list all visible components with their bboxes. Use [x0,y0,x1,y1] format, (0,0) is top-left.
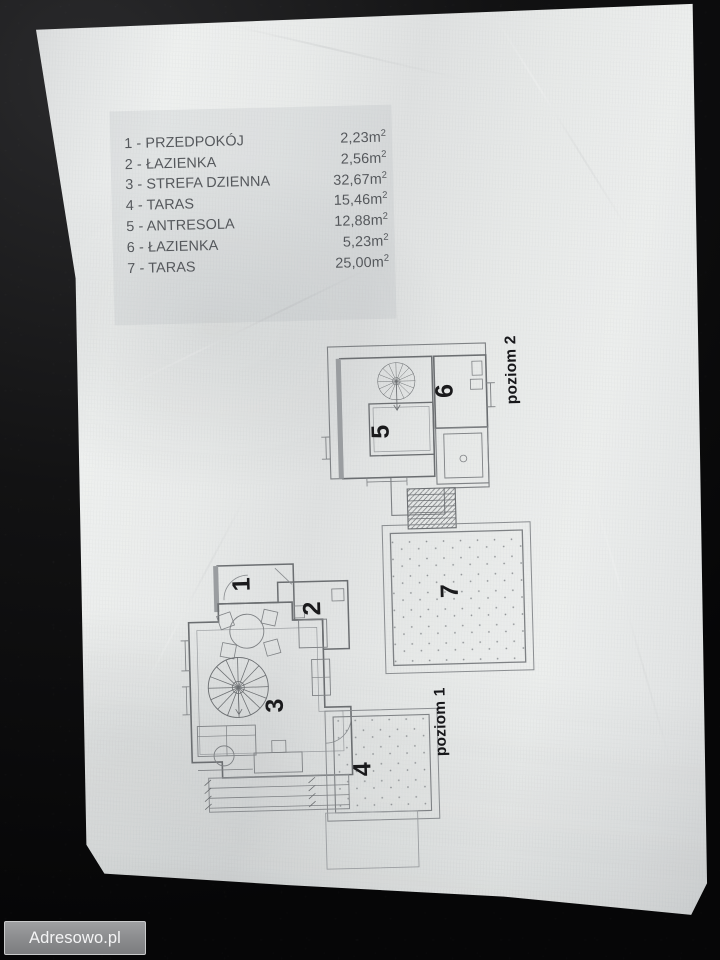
door-leaf-1 [274,567,293,585]
sink-fixture-6 [469,378,483,390]
terrace-7-surface [389,529,527,667]
room-number-7: 7 [436,584,464,599]
terrace-4-outline [324,707,441,822]
window-lower-left-2 [181,686,192,716]
bathroom-2-wall [292,579,351,651]
entry-steps [204,774,351,813]
legend-room-area: 25,00m2 [335,251,390,272]
legend-room-label: 7 - TARAS [127,258,196,277]
room-number-2: 2 [298,601,326,616]
room-number-1: 1 [227,577,255,592]
dining-chair [260,608,279,627]
room-number-4: 4 [348,762,376,777]
mezzanine-void-5 [368,401,435,457]
legend-room-area: 5,23m2 [342,230,389,251]
legend-rows: 1 - PRZEDPOKÓJ 2,23m2 2 - ŁAZIENKA 2,56m… [124,127,389,279]
window-upper-bottom [366,476,408,487]
legend-room-area: 12,88m2 [334,209,389,230]
living-zone-3-wall [187,601,354,779]
counter-edge [198,768,253,771]
dining-chair [216,611,235,631]
door-swing-1 [223,574,248,601]
dining-table [229,613,265,649]
terrace-7-outline [381,521,535,675]
room-number-6: 6 [430,384,458,399]
coffee-table [213,745,235,767]
legend-room-area: 2,23m2 [340,126,387,147]
dining-chair [263,638,282,657]
legend-room-area: 32,67m2 [333,168,388,189]
sink-fixture-2 [293,605,305,619]
drain-fixture-6 [459,454,468,463]
room-schedule-legend: 1 - PRZEDPOKÓJ 2,23m2 2 - ŁAZIENKA 2,56m… [109,104,397,326]
dining-set [216,608,282,660]
wc-fixture-2 [331,588,345,602]
stair-arrow-upper [393,380,401,412]
seating-group [196,724,257,767]
upper-inner-wall [338,355,436,480]
kitchen-sink [271,739,287,754]
window-upper-right [485,382,496,408]
window-upper-left [321,436,331,460]
wc-fixture-6 [471,360,483,376]
stair-arrow-lower [235,687,243,716]
terrace-7: 7 [381,521,535,675]
floor-plan-drawing: 5 6 poziom 2 7 [163,313,578,883]
upper-level-plan: 5 6 poziom 2 [321,335,521,530]
lower-level-plan: 1 2 3 4 poziom 1 [180,563,450,870]
living-zone-3-inner [196,627,345,755]
mezzanine-void-5-inner [372,406,431,453]
room-number-5: 5 [366,424,394,439]
level-label-upper: poziom 2 [502,335,521,404]
bathroom-6-lower-wall [435,426,490,485]
dining-chair [219,642,237,660]
lower-apron-slab [325,810,420,870]
legend-room-area: 15,46m2 [333,189,388,210]
bathtub-fixture-6 [443,432,484,479]
level-label-lower: poziom 1 [431,687,450,756]
sofa-mid [225,725,228,757]
hallway-1-left-thick [213,565,220,613]
upper-left-wall-thick [335,358,344,479]
legend-room-area: 2,56m2 [340,147,387,168]
kitchen-counter [253,751,303,774]
shower-fixture-2 [298,618,328,649]
room-number-3: 3 [261,698,289,713]
watermark-text: Adresowo.pl [29,928,121,947]
window-lower-left [180,640,191,672]
exterior-stair-treads [406,493,457,520]
kitchen-counter-group [198,739,303,774]
adresowo-watermark: Adresowo.pl [4,921,146,955]
